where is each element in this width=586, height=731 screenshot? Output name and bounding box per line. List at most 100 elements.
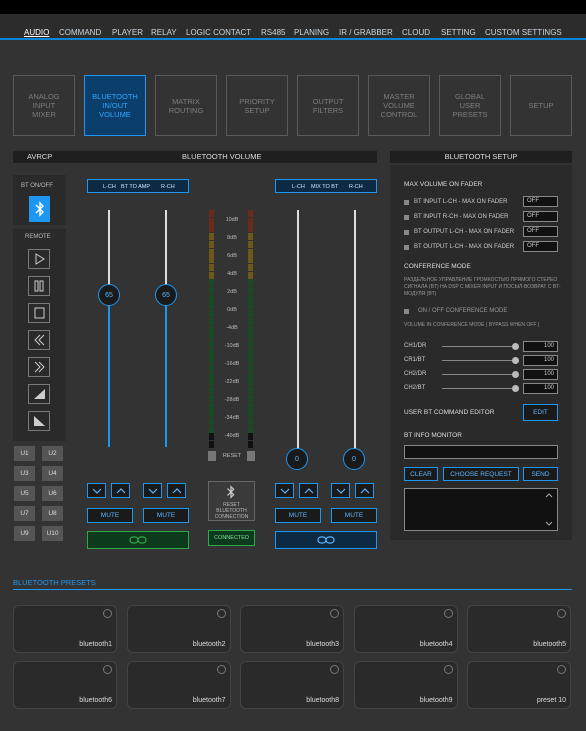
chevron-up-icon[interactable] (545, 493, 553, 498)
nav-tab-5[interactable]: RS485 (261, 28, 286, 37)
module-button-3[interactable]: PRIORITY SETUP (226, 75, 288, 136)
user-button-u10[interactable]: U10 (42, 526, 63, 541)
nav-tab-7[interactable]: IR / GRABBER (339, 28, 393, 37)
module-button-1[interactable]: BLUETOOTH IN/OUT VOLUME (84, 75, 146, 136)
remote-next-button[interactable] (28, 357, 50, 377)
user-button-u3[interactable]: U3 (14, 466, 35, 481)
conference-channel-slider[interactable] (442, 360, 516, 361)
max-fader-value[interactable]: OFF (523, 196, 558, 207)
fader-1-down-button[interactable] (143, 483, 162, 498)
conference-channel-value[interactable]: 100 (523, 355, 558, 366)
nav-tab-10[interactable]: CUSTOM SETTINGS (485, 28, 562, 37)
fader-out-l-knob[interactable]: 0 (286, 448, 308, 470)
gear-icon[interactable] (557, 609, 566, 618)
remote-volume-up-button[interactable] (28, 384, 50, 404)
remote-pause-button[interactable] (28, 276, 50, 296)
mute-in-r-button[interactable]: MUTE (143, 508, 189, 523)
user-button-u2[interactable]: U2 (42, 446, 63, 461)
preset-card[interactable]: bluetooth1 (13, 605, 117, 653)
nav-tab-4[interactable]: LOGIC CONTACT (186, 28, 252, 37)
link-out-button[interactable] (275, 531, 377, 549)
remote-play-button[interactable] (28, 249, 50, 269)
preset-card[interactable]: bluetooth9 (353, 661, 458, 709)
fader-0-down-button[interactable] (87, 483, 106, 498)
gear-icon[interactable] (216, 609, 226, 618)
nav-tab-2[interactable]: PLAYER (112, 28, 143, 37)
fader-out-l-track[interactable] (297, 210, 299, 459)
gear-icon[interactable] (443, 609, 453, 618)
fader-1-up-button[interactable] (167, 483, 186, 498)
conference-channel-knob[interactable] (512, 343, 519, 350)
conference-channel-value[interactable]: 100 (523, 369, 558, 380)
user-button-u9[interactable]: U9 (14, 526, 35, 541)
remote-previous-button[interactable] (28, 330, 50, 350)
module-button-2[interactable]: MATRIX ROUTING (155, 75, 217, 136)
request-textarea[interactable] (404, 488, 558, 531)
fader-2-up-button[interactable] (299, 483, 318, 498)
preset-card[interactable]: bluetooth4 (353, 605, 458, 653)
clear-button[interactable]: CLEAR (404, 467, 438, 481)
max-fader-checkbox[interactable] (404, 245, 409, 250)
conference-channel-value[interactable]: 100 (523, 383, 558, 394)
module-button-0[interactable]: ANALOG INPUT MIXER (13, 75, 75, 136)
conference-mode-checkbox[interactable] (404, 309, 409, 314)
max-fader-checkbox[interactable] (404, 215, 409, 220)
module-button-4[interactable]: OUTPUT FILTERS (297, 75, 359, 136)
gear-icon[interactable] (557, 665, 566, 674)
remote-stop-button[interactable] (28, 303, 50, 323)
preset-card[interactable]: bluetooth3 (240, 605, 344, 653)
conference-channel-slider[interactable] (442, 346, 516, 347)
max-fader-checkbox[interactable] (404, 230, 409, 235)
nav-tab-3[interactable]: RELAY (151, 28, 177, 37)
nav-tab-8[interactable]: CLOUD (402, 28, 431, 37)
conference-channel-knob[interactable] (512, 357, 519, 364)
fader-0-up-button[interactable] (111, 483, 130, 498)
preset-card[interactable]: bluetooth6 (13, 661, 117, 709)
link-in-button[interactable] (87, 531, 189, 549)
module-button-6[interactable]: GLOBAL USER PRESETS (439, 75, 501, 136)
gear-icon[interactable] (330, 665, 339, 674)
max-fader-value[interactable]: OFF (523, 226, 558, 237)
user-button-u7[interactable]: U7 (14, 506, 35, 521)
send-button[interactable]: SEND (523, 467, 558, 481)
fader-out-r-track[interactable] (354, 210, 356, 459)
preset-card[interactable]: bluetooth7 (126, 661, 231, 709)
mute-in-l-button[interactable]: MUTE (87, 508, 133, 523)
fader-3-up-button[interactable] (355, 483, 374, 498)
edit-button[interactable]: EDIT (523, 404, 558, 421)
max-fader-value[interactable]: OFF (523, 241, 558, 252)
fader-out-r-knob[interactable]: 0 (343, 448, 365, 470)
gear-icon[interactable] (103, 665, 112, 674)
fader-in-l-knob[interactable]: 65 (98, 284, 120, 306)
user-button-u4[interactable]: U4 (42, 466, 63, 481)
user-button-u1[interactable]: U1 (14, 446, 35, 461)
preset-card[interactable]: preset 10 (467, 661, 571, 709)
mute-out-r-button[interactable]: MUTE (331, 508, 377, 523)
preset-card[interactable]: bluetooth5 (467, 605, 571, 653)
preset-card[interactable]: bluetooth8 (240, 661, 344, 709)
user-button-u5[interactable]: U5 (14, 486, 35, 501)
bluetooth-toggle[interactable] (29, 196, 50, 222)
conference-channel-slider[interactable] (442, 388, 516, 389)
nav-tab-6[interactable]: PLANING (294, 28, 330, 37)
choose-request-button[interactable]: CHOOSE REQUEST (443, 467, 519, 481)
conference-channel-slider[interactable] (442, 374, 516, 375)
fader-in-r-knob[interactable]: 65 (155, 284, 177, 306)
gear-icon[interactable] (103, 609, 112, 618)
module-button-7[interactable]: SETUP (510, 75, 572, 136)
mute-out-l-button[interactable]: MUTE (275, 508, 321, 523)
info-monitor-field[interactable] (404, 445, 558, 459)
fader-3-down-button[interactable] (331, 483, 350, 498)
max-fader-value[interactable]: OFF (523, 211, 558, 222)
nav-tab-0[interactable]: AUDIO (24, 28, 50, 37)
conference-channel-knob[interactable] (512, 371, 519, 378)
preset-card[interactable]: bluetooth2 (126, 605, 231, 653)
gear-icon[interactable] (330, 609, 339, 618)
gear-icon[interactable] (443, 665, 453, 674)
meter-reset-l[interactable] (208, 451, 216, 461)
max-fader-checkbox[interactable] (404, 200, 409, 205)
module-button-5[interactable]: MASTER VOLUME CONTROL (368, 75, 430, 136)
user-button-u6[interactable]: U6 (42, 486, 63, 501)
meter-reset-r[interactable] (247, 451, 255, 461)
gear-icon[interactable] (216, 665, 226, 674)
